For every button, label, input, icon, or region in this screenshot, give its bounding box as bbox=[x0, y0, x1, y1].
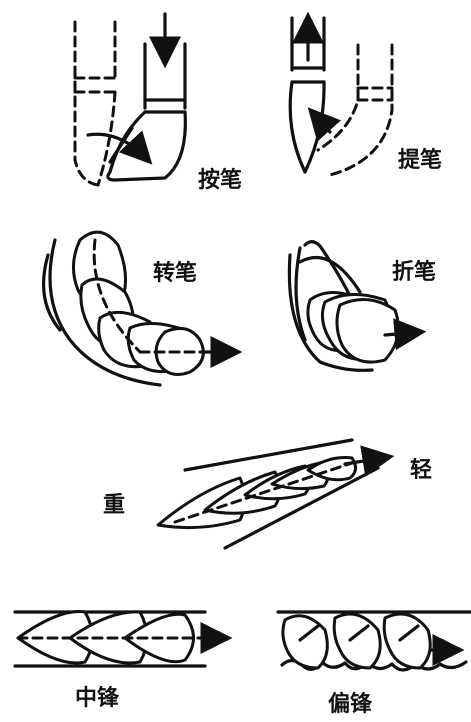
ti-bi-inner-arrow bbox=[307, 107, 342, 142]
ti-bi-dashed-brush bbox=[316, 43, 394, 177]
label-zhong-feng: 中锋 bbox=[75, 686, 120, 711]
an-bi-dashed-ferrule bbox=[73, 76, 117, 94]
label-pian-feng: 偏锋 bbox=[328, 692, 373, 717]
ti-bi-dashed-ferrule bbox=[356, 86, 394, 102]
zhuan-bi-outer-arc bbox=[48, 238, 162, 387]
zhong-feng-rails bbox=[13, 610, 207, 668]
ti-bi-figure bbox=[288, 11, 394, 177]
ti-bi-ferrule bbox=[290, 66, 326, 84]
label-ti-bi: 提笔 bbox=[398, 148, 443, 173]
zhe-bi-top-strokes bbox=[303, 240, 354, 302]
label-zhe-bi: 折笔 bbox=[392, 260, 437, 285]
zhe-bi-figure bbox=[287, 240, 427, 372]
an-bi-pressed-shaft bbox=[143, 42, 187, 110]
an-bi-curve-arrow bbox=[86, 130, 153, 165]
an-bi-dashed-left bbox=[73, 20, 100, 187]
an-bi-dashed-tip bbox=[96, 90, 117, 187]
zhong-feng-figure bbox=[13, 610, 233, 668]
an-bi-pressed-ferrule bbox=[143, 98, 187, 114]
label-an-bi: 按笔 bbox=[198, 168, 243, 193]
pian-feng-petal-3 bbox=[382, 612, 432, 670]
an-bi-figure bbox=[73, 12, 187, 187]
label-zhong: 重 bbox=[103, 493, 126, 518]
zhuan-bi-dashed-path bbox=[92, 238, 142, 354]
pian-feng-figure bbox=[276, 610, 471, 672]
qing-zhong-dashed-path bbox=[173, 460, 357, 524]
label-qing: 轻 bbox=[410, 458, 433, 483]
zhe-bi-outer-line-2 bbox=[294, 246, 307, 342]
an-bi-cross-stroke bbox=[108, 126, 134, 164]
zhe-bi-outer-line bbox=[287, 253, 374, 372]
pian-feng-petal-2 bbox=[332, 612, 382, 670]
qing-zhong-top-line bbox=[183, 438, 354, 472]
label-zhuan-bi: 转笔 bbox=[153, 261, 198, 286]
qing-zhong-bottom-line bbox=[223, 466, 380, 550]
zhe-bi-petal-3 bbox=[335, 298, 400, 364]
qing-zhong-arrow bbox=[343, 445, 395, 477]
ti-bi-tip bbox=[288, 80, 326, 174]
zhuan-bi-figure bbox=[42, 230, 243, 387]
zhe-bi-top-strokes-2 bbox=[298, 255, 362, 294]
zhuan-bi-outer-arc-2 bbox=[42, 253, 62, 332]
pian-feng-tip-strokes bbox=[298, 624, 420, 642]
zhe-bi-arrow bbox=[383, 318, 427, 351]
qing-zhong-figure bbox=[156, 438, 395, 550]
